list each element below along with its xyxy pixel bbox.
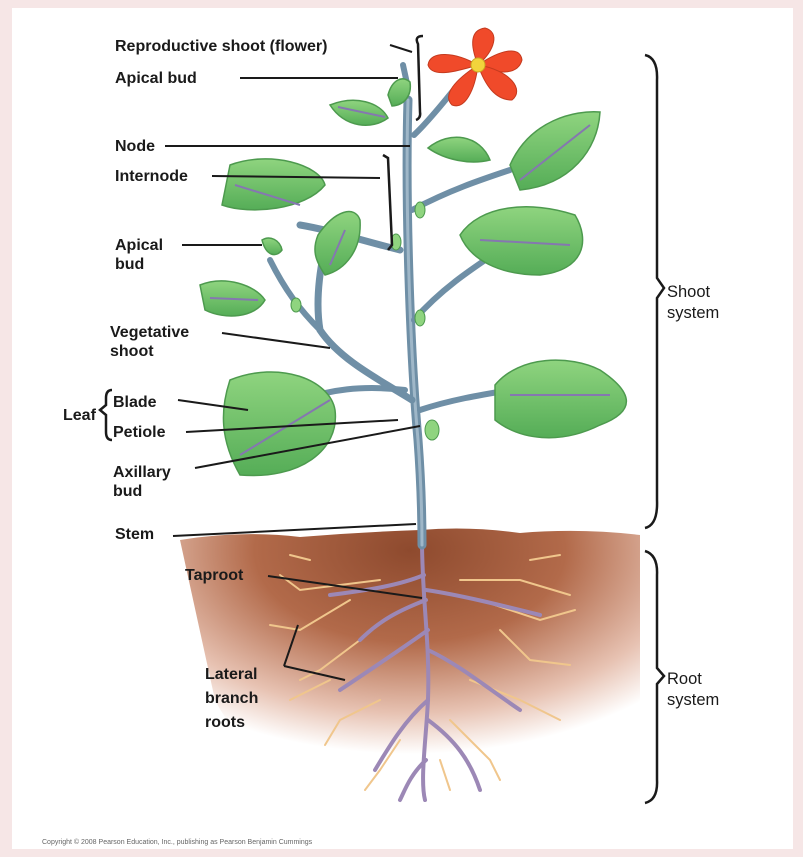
label-petiole: Petiole (113, 423, 165, 442)
label-blade: Blade (113, 393, 157, 412)
label-shoot-system: Shoot system (667, 282, 737, 324)
stem-drawing (270, 65, 510, 545)
label-leaf: Leaf (63, 406, 96, 425)
label-stem: Stem (115, 525, 154, 544)
copyright-text: Copyright © 2008 Pearson Education, Inc.… (42, 839, 312, 846)
label-internode: Internode (115, 167, 188, 186)
label-reproductive-shoot: Reproductive shoot (flower) (115, 37, 327, 56)
label-axillary-bud: Axillary bud (113, 463, 188, 501)
flower-drawing (428, 28, 522, 106)
label-root-system: Root system (667, 669, 737, 711)
label-vegetative-shoot: Vegetative shoot (110, 323, 220, 361)
label-apical-bud-top: Apical bud (115, 69, 197, 88)
label-taproot: Taproot (185, 566, 243, 585)
label-node: Node (115, 137, 155, 156)
label-lateral-branch-roots: Lateral branch roots (205, 663, 277, 735)
diagram-frame: Reproductive shoot (flower) Apical bud N… (12, 8, 793, 849)
label-apical-bud-side: Apical bud (115, 236, 177, 274)
